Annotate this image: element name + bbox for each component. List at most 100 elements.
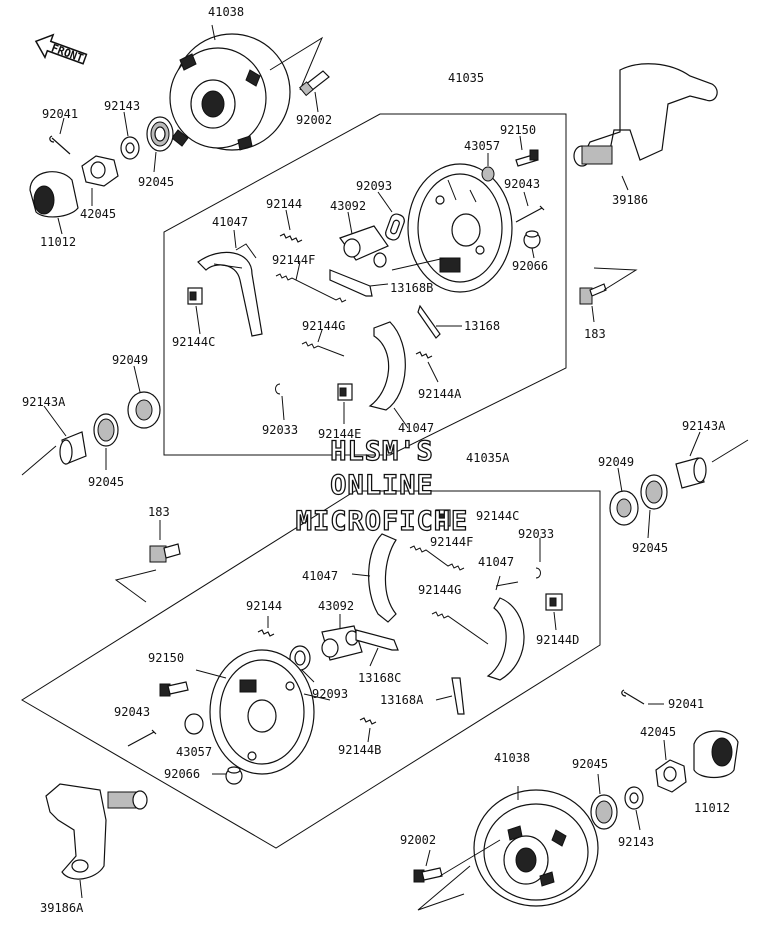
label-92144c-bottom: 92144C [476,509,519,523]
knuckle-39186a [45,783,148,880]
front-arrow-icon: FRONT [34,33,88,65]
clip-92144c-top [187,287,203,305]
label-41038-top: 41038 [208,5,244,19]
spring-92144b [359,717,377,725]
label-92041-top: 92041 [42,107,78,121]
plug-43057-bottom [184,713,204,735]
label-92002-bottom: 92002 [400,833,436,847]
bolt-92002-bottom [413,867,443,883]
label-92144e: 92144E [318,427,361,441]
plug-92066-top [523,230,541,249]
cotter-pin-bottom [621,689,645,705]
label-41047-bottom-left: 41047 [302,569,338,583]
label-92093-top: 92093 [356,179,392,193]
label-41047-mid: 41047 [398,421,434,435]
label-43057-bottom: 43057 [176,745,212,759]
bolt-92002-top [299,70,330,97]
label-13168b: 13168B [390,281,433,295]
spring-92144f-bottom [409,545,465,571]
label-92143-bottom: 92143 [618,835,654,849]
hub-cap-bottom [693,730,739,779]
label-11012-top: 11012 [40,235,76,249]
bolt-92150-top [515,149,539,167]
label-42045-top: 42045 [80,207,116,221]
brake-shoe-bottom-right [486,597,525,681]
spring-92144g-top [301,341,345,357]
lever-13168c [355,629,399,651]
spacer-92143a-left [59,431,87,465]
label-92144f-top: 92144F [272,253,315,267]
brake-drum-bottom [473,789,599,907]
label-92049-right: 92049 [598,455,634,469]
bearing-92045-right [640,474,668,510]
plug-92066-bottom [225,766,243,785]
wheel-cylinder-top [339,225,389,268]
castle-nut-top [81,155,119,187]
brake-drum-top [169,33,291,151]
wheel-cylinder-bottom [321,625,363,661]
label-92144g-top: 92144G [302,319,345,333]
watermark-line-3: MICROFICHE [296,506,469,537]
hub-cap-top [29,171,79,218]
label-92143a-right: 92143A [682,419,726,433]
castle-nut-bottom [655,759,687,793]
gasket-92093-top [385,213,405,241]
label-43092-top: 43092 [330,199,366,213]
top-assembly-frame [163,113,567,456]
label-92144b: 92144B [338,743,381,757]
label-92066-bottom: 92066 [164,767,200,781]
label-92045-right: 92045 [632,541,668,555]
label-92045-top: 92045 [138,175,174,189]
label-92093-bottom: 92093 [312,687,348,701]
clip-92144d [545,593,563,611]
label-92033-bottom: 92033 [518,527,554,541]
label-92002-top: 92002 [296,113,332,127]
part-labels: 41038 92002 92041 92143 92045 42045 1101… [22,5,730,915]
spring-92144-bottom [257,629,275,637]
knuckle-39186 [573,63,718,167]
bearing-92045-left [93,413,119,447]
bottom-assembly-frame [21,490,601,849]
spring-92144f-top [275,273,347,303]
brake-shoe-bottom-left [368,533,397,623]
spring-92144a [415,351,433,359]
label-183-left: 183 [148,505,170,519]
lever-13168a [451,677,465,715]
label-11012-bottom: 11012 [694,801,730,815]
bolt-183-top [579,283,607,305]
bolt-183-left [149,543,181,563]
label-92143a-left: 92143A [22,395,66,409]
clip-92144e [337,383,353,401]
lever-13168b [329,269,373,297]
label-42045-bottom: 42045 [640,725,676,739]
spring-92144g-bottom [431,611,489,645]
label-92041-bottom: 92041 [668,697,704,711]
label-92066-top: 92066 [512,259,548,273]
label-41035a: 41035A [466,451,510,465]
label-92144c-top: 92144C [172,335,215,349]
label-92144g-bottom: 92144G [418,583,461,597]
brake-shoe-top-right [368,321,406,411]
label-13168a: 13168A [380,693,424,707]
label-92033-top: 92033 [262,423,298,437]
cotter-pin-top [49,135,71,155]
label-92144d: 92144D [536,633,579,647]
label-41035: 41035 [448,71,484,85]
label-183-top: 183 [584,327,606,341]
backing-plate-bottom [209,649,315,775]
label-43092-bottom: 43092 [318,599,354,613]
bearing-92045-bottom [590,794,618,830]
label-92150-bottom: 92150 [148,651,184,665]
spring-92144-top [279,233,303,243]
lever-13168 [417,304,441,339]
clip-92144c-bottom [435,509,451,527]
watermark-line-2: ONLINE [330,470,434,501]
spacer-92143a-right [675,457,707,489]
front-label: FRONT [49,41,85,65]
brake-shoe-top-left [197,243,263,337]
label-92043-top: 92043 [504,177,540,191]
pin-92043-bottom [127,729,157,747]
backing-plate-top [407,163,513,293]
label-41038-bottom: 41038 [494,751,530,765]
